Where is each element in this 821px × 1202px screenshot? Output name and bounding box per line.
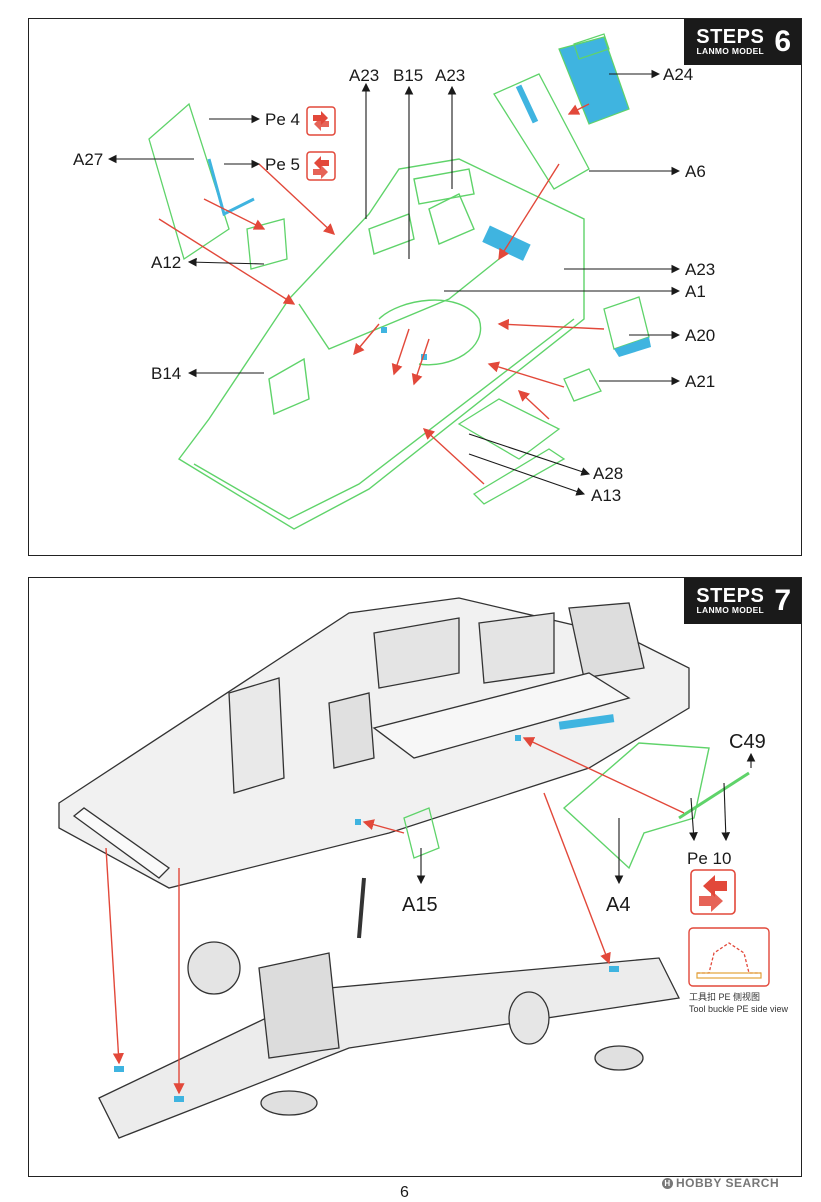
label-a28: A28 (593, 464, 623, 483)
part-a15 (403, 807, 440, 859)
label-a23-mid: A23 (435, 66, 465, 85)
part-c49 (678, 771, 750, 820)
label-pe10: Pe 10 (687, 849, 731, 868)
label-c49: C49 (729, 731, 766, 753)
label-pe5: Pe 5 (265, 155, 300, 174)
label-a24: A24 (663, 65, 693, 84)
pe-fold-icon-3 (690, 869, 736, 915)
label-a15: A15 (402, 894, 438, 916)
pe-fold-icon-2 (306, 151, 336, 181)
step-7-badge: STEPS LANMO MODEL 7 (684, 578, 801, 624)
step-6-panel: STEPS LANMO MODEL 6 (28, 18, 802, 556)
leader-lines-step6 (107, 69, 681, 496)
part-a20 (603, 296, 651, 357)
blue-locator-2 (421, 354, 427, 360)
part-a6 (493, 73, 590, 190)
part-a13 (472, 448, 566, 505)
label-a4: A4 (606, 894, 630, 916)
page-number: 6 (400, 1184, 409, 1201)
assembly-arrows-step7 (105, 737, 685, 1095)
part-a21 (563, 368, 602, 402)
blue-locator-1 (381, 327, 387, 333)
part-a4 (562, 742, 710, 870)
label-pe4: Pe 4 (265, 110, 300, 129)
a27-blue-bracket (207, 158, 255, 217)
step-7-diagram: C49 Pe 10 A15 A4 工具扣 PE 侧视图 Tool buckle … (58, 597, 789, 1139)
step-6-diagram: A23 B15 A23 A24 Pe 4 Pe 5 A27 A6 A12 A23… (73, 33, 715, 530)
tool-buckle-caption-en: Tool buckle PE side view (689, 1004, 789, 1014)
hull-body-a1 (177, 158, 585, 530)
part-a27 (148, 102, 230, 261)
tool-buckle-side-view (688, 927, 770, 987)
label-b15: B15 (393, 66, 423, 85)
label-a23-right: A23 (685, 260, 715, 279)
blue-part-a23 (482, 225, 531, 261)
step-6-steps-label: STEPS (696, 26, 765, 48)
watermark-logo-icon: H (662, 1178, 673, 1189)
label-a27: A27 (73, 150, 103, 169)
label-a20: A20 (685, 326, 715, 345)
blue-strip-upper (558, 714, 615, 730)
assembly-arrows-step6 (158, 103, 605, 485)
label-a6: A6 (685, 162, 706, 181)
label-a12: A12 (151, 253, 181, 272)
tool-buckle-caption-cn: 工具扣 PE 侧视图 (689, 991, 760, 1002)
part-a12 (246, 218, 288, 270)
label-a1: A1 (685, 282, 706, 301)
blue-locator-upper (515, 735, 521, 741)
pe-fold-icon-1 (306, 106, 336, 136)
label-b14: B14 (151, 364, 181, 383)
blue-pad-3 (609, 966, 619, 972)
a6-blue-strip (515, 84, 539, 124)
label-a21: A21 (685, 372, 715, 391)
step-7-number: 7 (774, 584, 791, 617)
step-7-brand: LANMO MODEL (696, 605, 765, 615)
step-7-panel: STEPS LANMO MODEL 7 (28, 577, 802, 1177)
blue-pad-1 (114, 1066, 124, 1072)
blue-pad-2 (174, 1096, 184, 1102)
label-a23-left: A23 (349, 66, 379, 85)
upper-hull (58, 597, 690, 889)
lower-chassis (98, 877, 680, 1139)
label-a13: A13 (591, 486, 621, 505)
part-a24 (558, 33, 630, 125)
blue-locator-lower (355, 819, 361, 825)
step-6-number: 6 (774, 25, 791, 58)
step-7-steps-label: STEPS (696, 585, 765, 607)
step-6-brand: LANMO MODEL (696, 46, 765, 56)
watermark-text: HOBBY SEARCH (676, 1176, 780, 1190)
part-a28 (457, 398, 561, 460)
leader-lines-step7 (416, 752, 756, 885)
step-6-badge: STEPS LANMO MODEL 6 (684, 19, 801, 65)
